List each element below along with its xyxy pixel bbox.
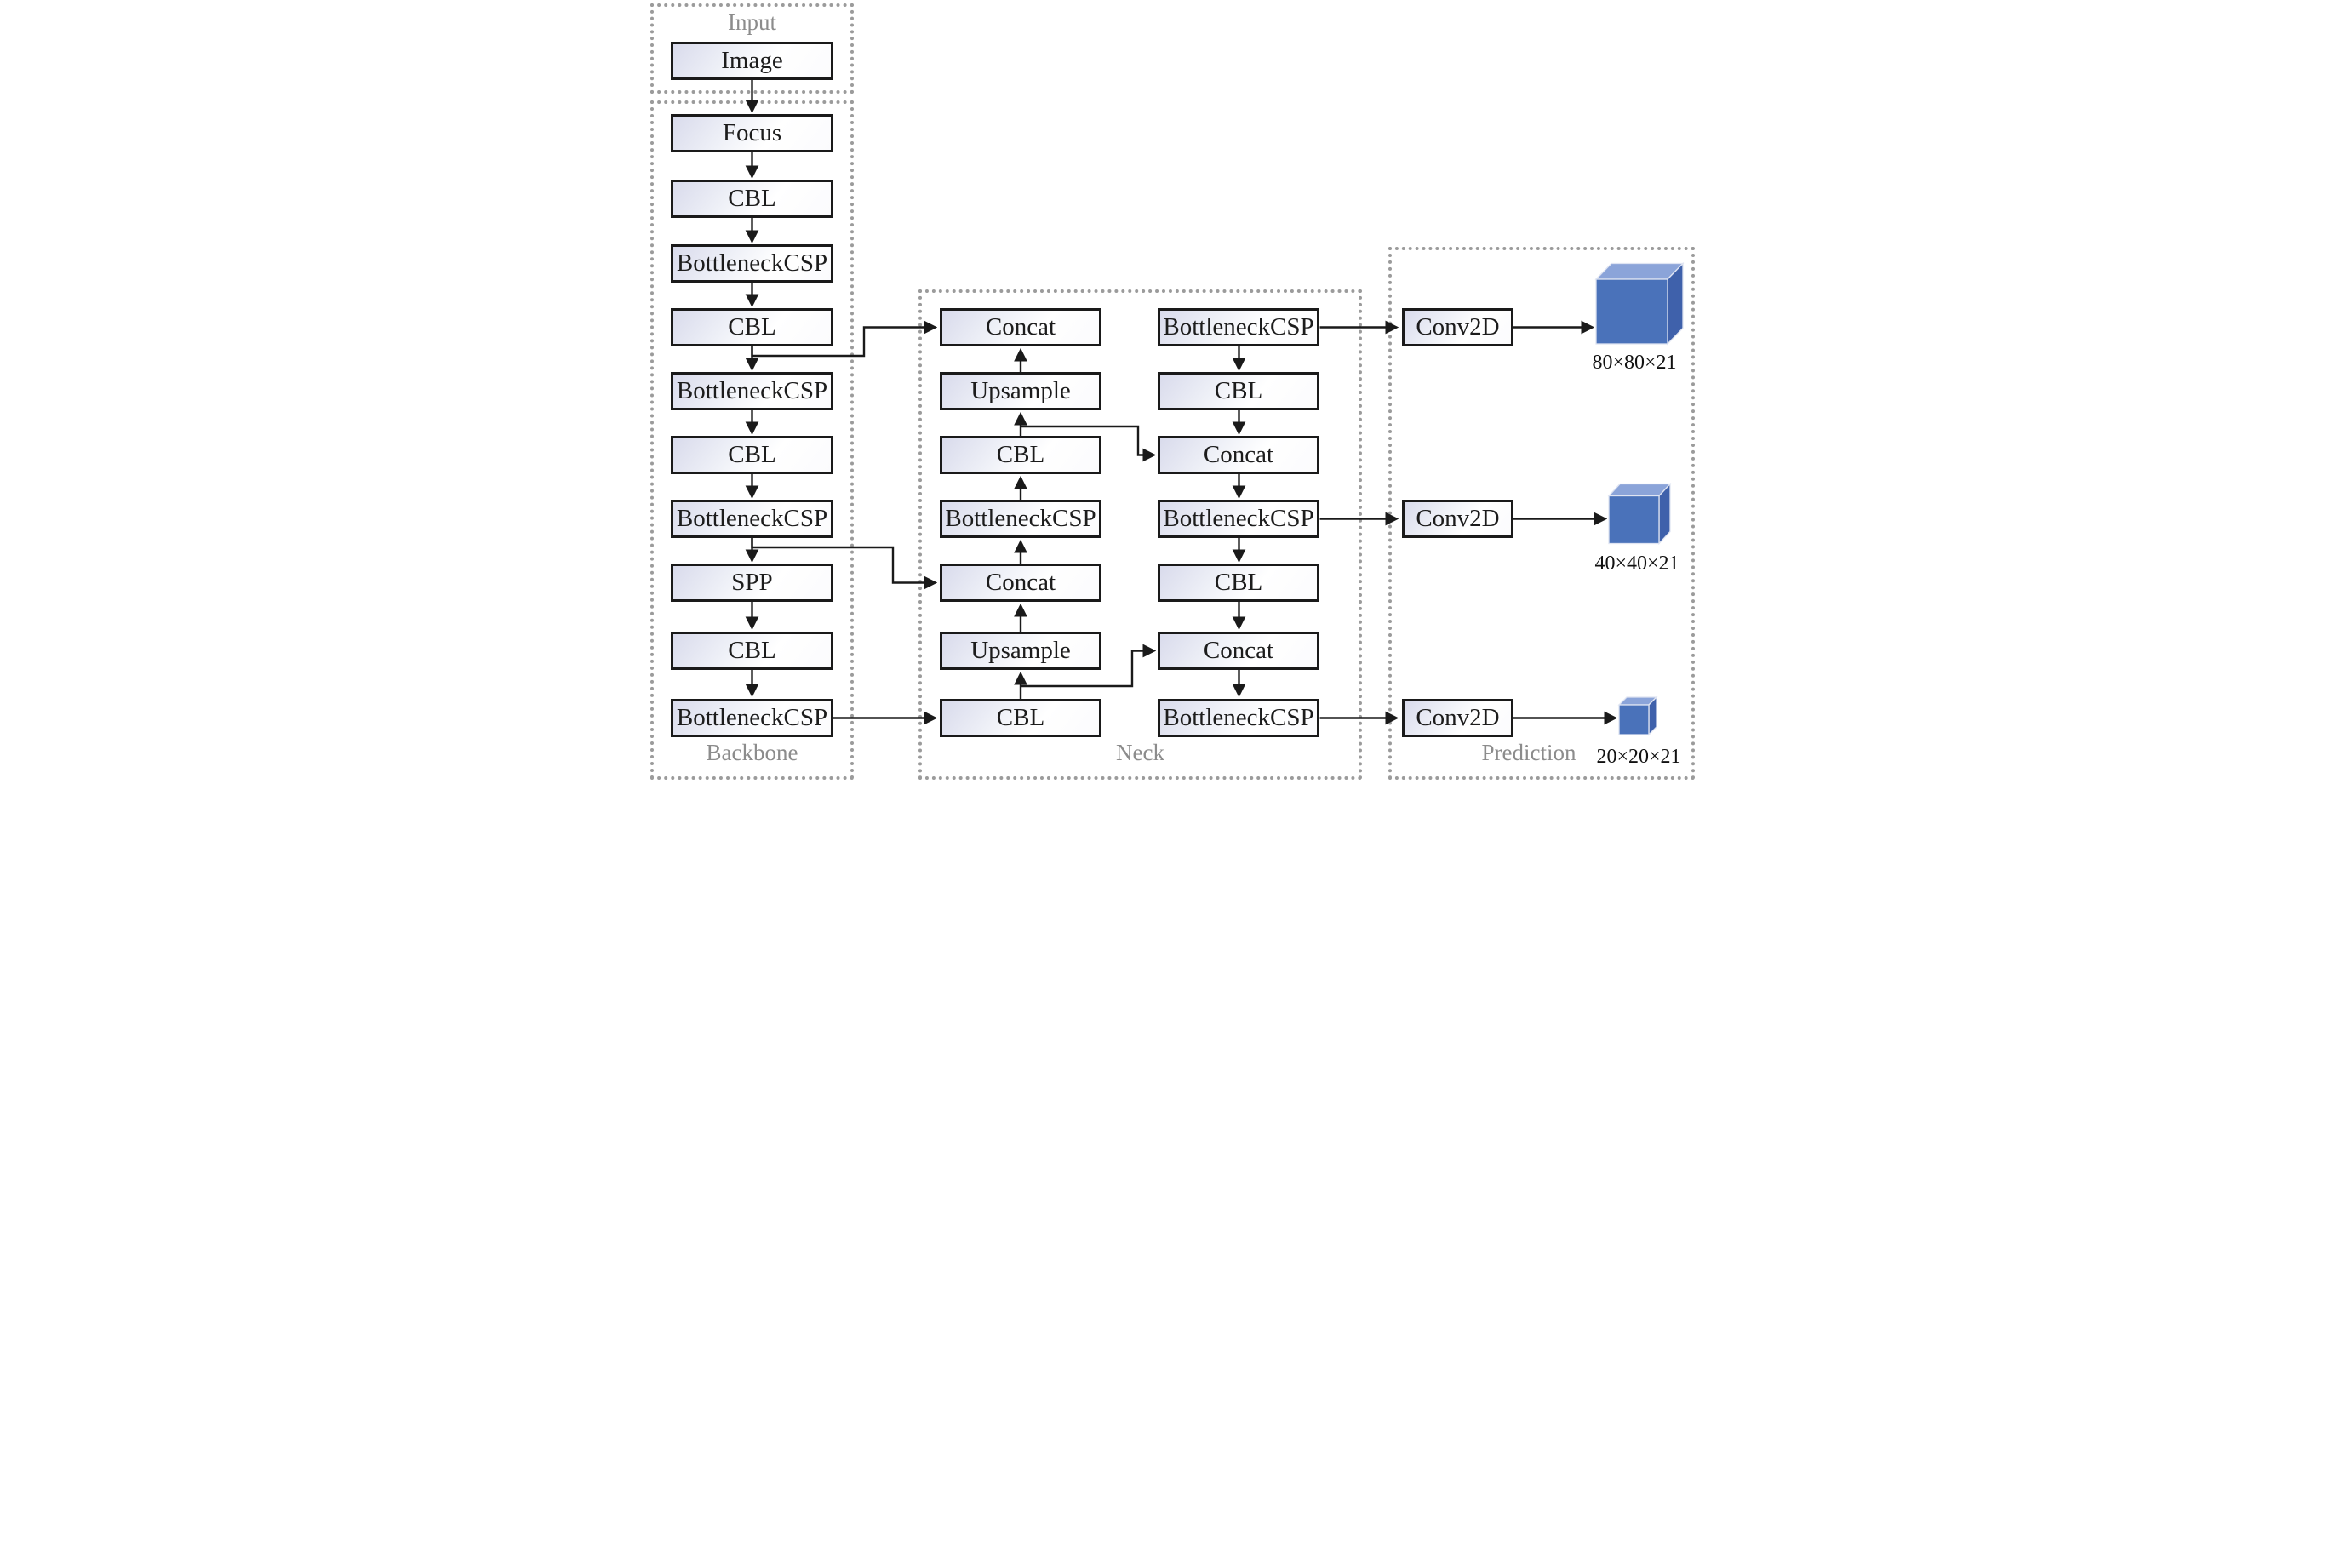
backbone-cbl-block-3: CBL: [671, 436, 833, 474]
output-cube-medium: [1607, 482, 1672, 546]
neck-right-bottleneckcsp-block-1: BottleneckCSP: [1158, 308, 1319, 346]
neck-left-cbl-block-1: CBL: [940, 436, 1101, 474]
neck-right-cbl-block-2: CBL: [1158, 564, 1319, 602]
backbone-cbl-block-4: CBL: [671, 632, 833, 670]
output-size-label-1: 80×80×21: [1592, 352, 1677, 374]
prediction-conv2d-block-3: Conv2D: [1402, 699, 1513, 737]
backbone-cbl-block-1: CBL: [671, 180, 833, 218]
prediction-section-label: Prediction: [1481, 740, 1576, 765]
neck-left-bottleneckcsp-block: BottleneckCSP: [940, 500, 1101, 538]
input-section-label: Input: [728, 9, 776, 35]
neck-section-label: Neck: [1116, 740, 1164, 765]
input-image-block: Image: [671, 42, 833, 80]
cube-front-face: [1608, 495, 1660, 545]
backbone-bottleneckcsp-block-2: BottleneckCSP: [671, 372, 833, 410]
output-size-label-2: 40×40×21: [1594, 552, 1679, 575]
neck-left-cbl-block-2: CBL: [940, 699, 1101, 737]
backbone-bottleneckcsp-block-3: BottleneckCSP: [671, 500, 833, 538]
backbone-bottleneckcsp-block-4: BottleneckCSP: [671, 699, 833, 737]
neck-right-concat-block-1: Concat: [1158, 436, 1319, 474]
neck-left-upsample-block-1: Upsample: [940, 372, 1101, 410]
cube-front-face: [1618, 704, 1650, 735]
skip-connection-arrows: [751, 320, 1157, 688]
neck-section-box: [918, 289, 1362, 780]
neck-left-concat-block-2: Concat: [940, 564, 1101, 602]
neck-left-concat-block-1: Concat: [940, 308, 1101, 346]
backbone-section-label: Backbone: [706, 740, 798, 765]
neck-left-upsample-block-2: Upsample: [940, 632, 1101, 670]
output-cube-small: [1617, 695, 1658, 736]
network-architecture-diagram: Input Backbone Neck Prediction: [586, 0, 1760, 784]
cube-front-face: [1595, 278, 1668, 345]
neck-right-bottleneckcsp-block-2: BottleneckCSP: [1158, 500, 1319, 538]
output-cube-large: [1594, 261, 1685, 346]
neck-right-concat-block-2: Concat: [1158, 632, 1319, 670]
backbone-cbl-block-2: CBL: [671, 308, 833, 346]
prediction-conv2d-block-2: Conv2D: [1402, 500, 1513, 538]
neck-right-cbl-block-1: CBL: [1158, 372, 1319, 410]
prediction-conv2d-block-1: Conv2D: [1402, 308, 1513, 346]
backbone-focus-block: Focus: [671, 114, 833, 152]
backbone-spp-block: SPP: [671, 564, 833, 602]
backbone-bottleneckcsp-block-1: BottleneckCSP: [671, 244, 833, 283]
neck-right-bottleneckcsp-block-3: BottleneckCSP: [1158, 699, 1319, 737]
output-cubes: [1594, 261, 1685, 736]
horizontal-arrows: [833, 320, 1618, 725]
output-size-label-3: 20×20×21: [1596, 746, 1681, 768]
connection-wires: [745, 80, 1685, 736]
